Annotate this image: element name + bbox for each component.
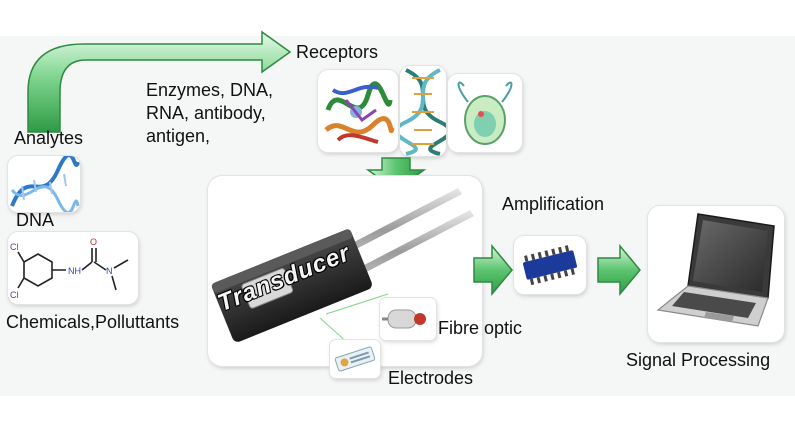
right-arrow-icon [473,244,513,296]
electrodes-image [330,340,380,378]
receptor-list-line-3: antigen, [146,126,211,146]
signal-processing-label: Signal Processing [626,350,771,370]
atom-cl-bottom: Cl [10,290,19,300]
electrodes-label: Electrodes [388,368,474,388]
receptor-list-line-2: RNA, antibody, [146,103,266,123]
amplifier-chip-image [514,236,586,294]
chemicals-label: Chemicals,Polluttants [6,312,180,332]
curved-arrow-icon [27,30,292,133]
fibre-optic-label: Fibre optic [438,318,523,338]
receptors-heading: Receptors [296,42,379,62]
enzyme-protein-image [318,70,398,152]
right-arrow-icon-2 [597,244,641,296]
atom-nh: NH [68,266,81,276]
atom-cl-top: Cl [10,242,19,252]
analytes-heading: Analytes [14,128,84,148]
atom-n: N [106,266,113,276]
dna-helix-image [400,66,446,156]
laptop-image [648,206,784,342]
dna-analyte-image [8,156,80,212]
dna-label: DNA [16,210,55,230]
transducer-panel [208,176,482,366]
fibre-optic-image [380,298,436,340]
chemical-structure-image: Cl Cl NH N O [8,232,138,304]
receptor-list-line-1: Enzymes, DNA, [146,80,274,100]
cell-organism-image [448,74,522,152]
amplification-label: Amplification [502,194,605,214]
atom-o: O [90,237,97,247]
